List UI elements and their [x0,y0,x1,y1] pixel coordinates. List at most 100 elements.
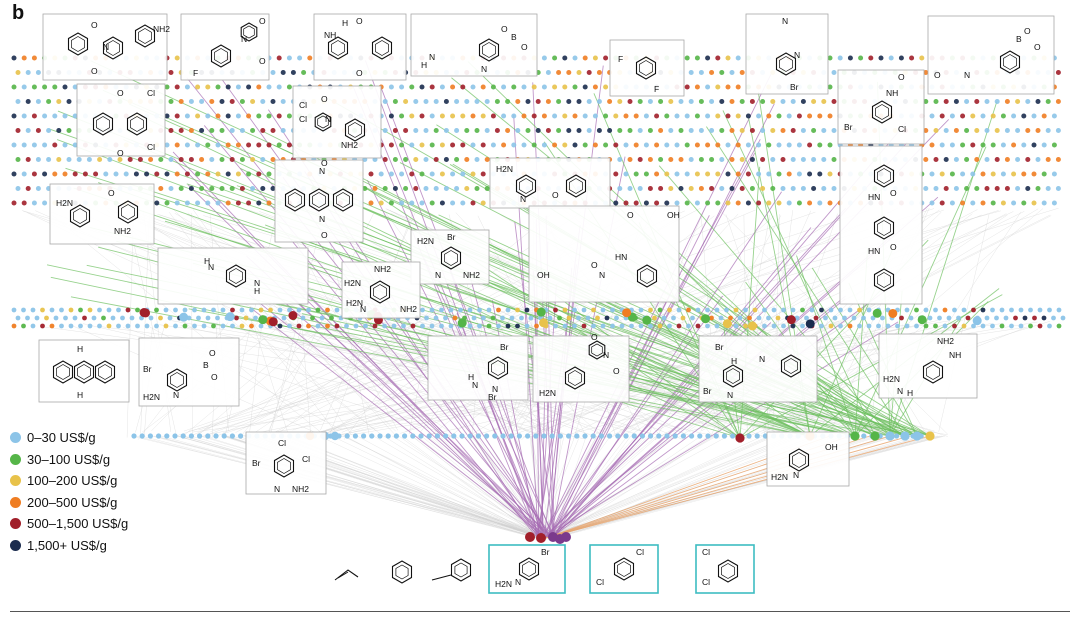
network-node [668,186,674,191]
network-node [745,171,751,177]
network-node [93,171,99,177]
network-node [831,128,837,133]
edge-line [131,435,553,539]
network-node [790,307,796,313]
network-node [1000,171,1006,177]
network-node [643,200,649,206]
network-node [923,323,929,329]
atom-label: H2N [539,388,556,398]
network-node [661,315,667,321]
network-node [725,142,731,148]
network-node [40,307,45,313]
network-node [735,55,741,61]
ring-inner-bond [784,358,798,374]
atom-label: Br [790,82,799,92]
network-node [164,142,170,148]
network-node [980,113,986,119]
network-node [334,323,340,329]
network-node [689,433,695,439]
network-node [719,70,725,75]
network-node [671,315,676,321]
molecule-frame [589,544,659,594]
network-node [40,323,45,329]
network-node [1035,99,1041,104]
network-node [62,113,68,119]
network-node [35,99,41,104]
network-node [256,171,262,177]
network-node [766,113,772,119]
network-node [42,84,48,90]
network-node [990,200,996,206]
network-node [352,433,358,439]
network-node [413,186,419,191]
benzene-inner-bond [395,564,409,580]
network-node [790,186,796,191]
network-node [832,315,838,321]
network-node [831,70,837,75]
legend-label: 0–30 US$/g [27,430,96,446]
network-node [213,433,219,439]
network-node [180,433,186,439]
network-node [613,171,619,177]
network-node [325,323,330,329]
network-node [388,200,394,206]
network-node [459,433,465,439]
ring-inner-bond [640,268,654,284]
network-node [756,142,762,148]
ring-structure [871,100,893,124]
ring-inner-bond [214,48,228,64]
network-node [770,128,776,133]
network-node [164,171,170,177]
network-node [195,142,201,148]
network-node [562,323,568,329]
network-node [225,312,235,322]
network-node [603,142,609,148]
network-node [439,307,444,313]
edge-line [398,435,541,539]
network-node [718,315,724,321]
network-node [433,315,439,321]
network-node [163,323,169,329]
atom-label: Br [844,122,853,132]
network-node [174,113,180,119]
network-node [725,113,731,119]
network-node [1025,128,1031,133]
network-node [250,99,256,104]
network-node [688,128,694,133]
network-node [694,113,700,119]
network-node [72,315,78,321]
network-node [658,157,664,162]
network-node [301,70,307,75]
network-node [678,186,684,191]
network-node [613,200,619,206]
network-node [572,323,577,329]
edge-line [135,435,540,539]
network-node [617,157,623,162]
network-node [980,142,986,148]
network-node [872,308,882,318]
panel-label: b [12,2,25,24]
network-node [452,315,458,321]
ring-structure [73,360,95,384]
network-node [66,128,72,133]
network-node [770,99,776,104]
network-node [592,55,598,61]
network-node [647,157,653,162]
network-node [277,323,283,329]
network-node [56,157,62,162]
network-node [562,55,568,61]
network-node [585,315,591,321]
edge-line [342,435,555,539]
atom-label: NH [324,30,336,40]
network-node [828,323,834,329]
network-node [939,200,945,206]
network-node [586,99,592,104]
network-node [87,307,93,313]
network-node [929,200,935,206]
atom-label: O [934,70,941,80]
network-node [361,433,367,439]
network-node [413,157,419,162]
network-node [120,315,125,321]
network-node [439,171,445,177]
network-node [460,84,466,90]
